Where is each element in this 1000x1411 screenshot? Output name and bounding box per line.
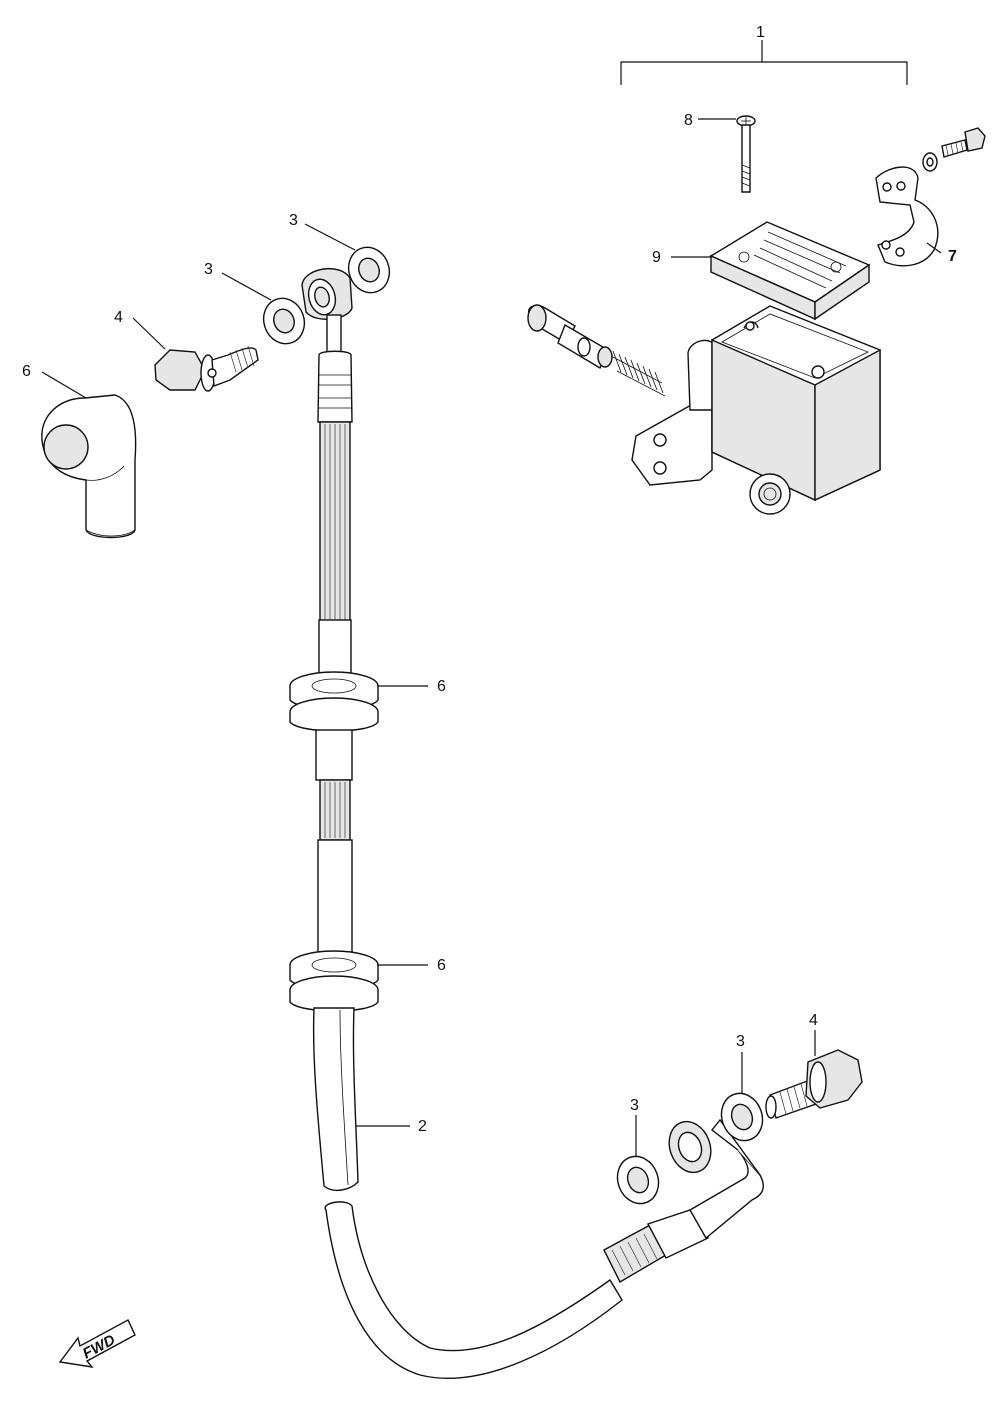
clamp-holder-part-7 xyxy=(875,127,986,267)
banjo-bolt-part-4-lower xyxy=(765,1049,863,1119)
callout-label-3-upper-right: 3 xyxy=(289,212,298,229)
brake-hose-part-2 xyxy=(289,268,764,1379)
leader-3-upper-left xyxy=(221,272,272,301)
leader-5 xyxy=(41,371,87,399)
washer-part-3-lower-left xyxy=(616,1155,660,1205)
screw-part-8 xyxy=(736,115,756,193)
callout-label-6-lower: 6 xyxy=(437,957,446,974)
callout-label-5: 6 xyxy=(22,363,31,380)
callout-label-9: 9 xyxy=(652,249,661,266)
forward-direction-arrow: FWD xyxy=(58,1319,136,1368)
callout-label-4-upper: 4 xyxy=(114,309,123,326)
leader-4-upper xyxy=(132,317,166,350)
leader-7 xyxy=(926,242,942,254)
banjo-bolt-part-4-upper xyxy=(154,345,259,392)
callout-label-2: 2 xyxy=(418,1118,427,1135)
washer-part-3-lower-right xyxy=(720,1092,764,1142)
washer-part-3-upper-right xyxy=(347,246,391,294)
callout-label-1: 1 xyxy=(756,24,765,41)
piston-and-spring xyxy=(527,304,666,397)
callout-label-3-lower-right: 3 xyxy=(736,1033,745,1050)
master-cylinder-body xyxy=(631,305,881,515)
callout-label-3-upper-left: 3 xyxy=(204,261,213,278)
assembly-bracket xyxy=(620,40,908,85)
washer-part-3-upper-left xyxy=(262,297,306,345)
callout-label-4-lower: 4 xyxy=(809,1012,818,1029)
callout-label-6-upper: 6 xyxy=(437,678,446,695)
rubber-boot-part-5 xyxy=(41,394,137,539)
leader-3-upper-right xyxy=(304,223,356,251)
callout-label-7: 7 xyxy=(948,248,957,265)
callout-label-3-lower-left: 3 xyxy=(630,1097,639,1114)
reservoir-cover-part-9 xyxy=(709,221,871,321)
callout-label-8: 8 xyxy=(684,112,693,129)
